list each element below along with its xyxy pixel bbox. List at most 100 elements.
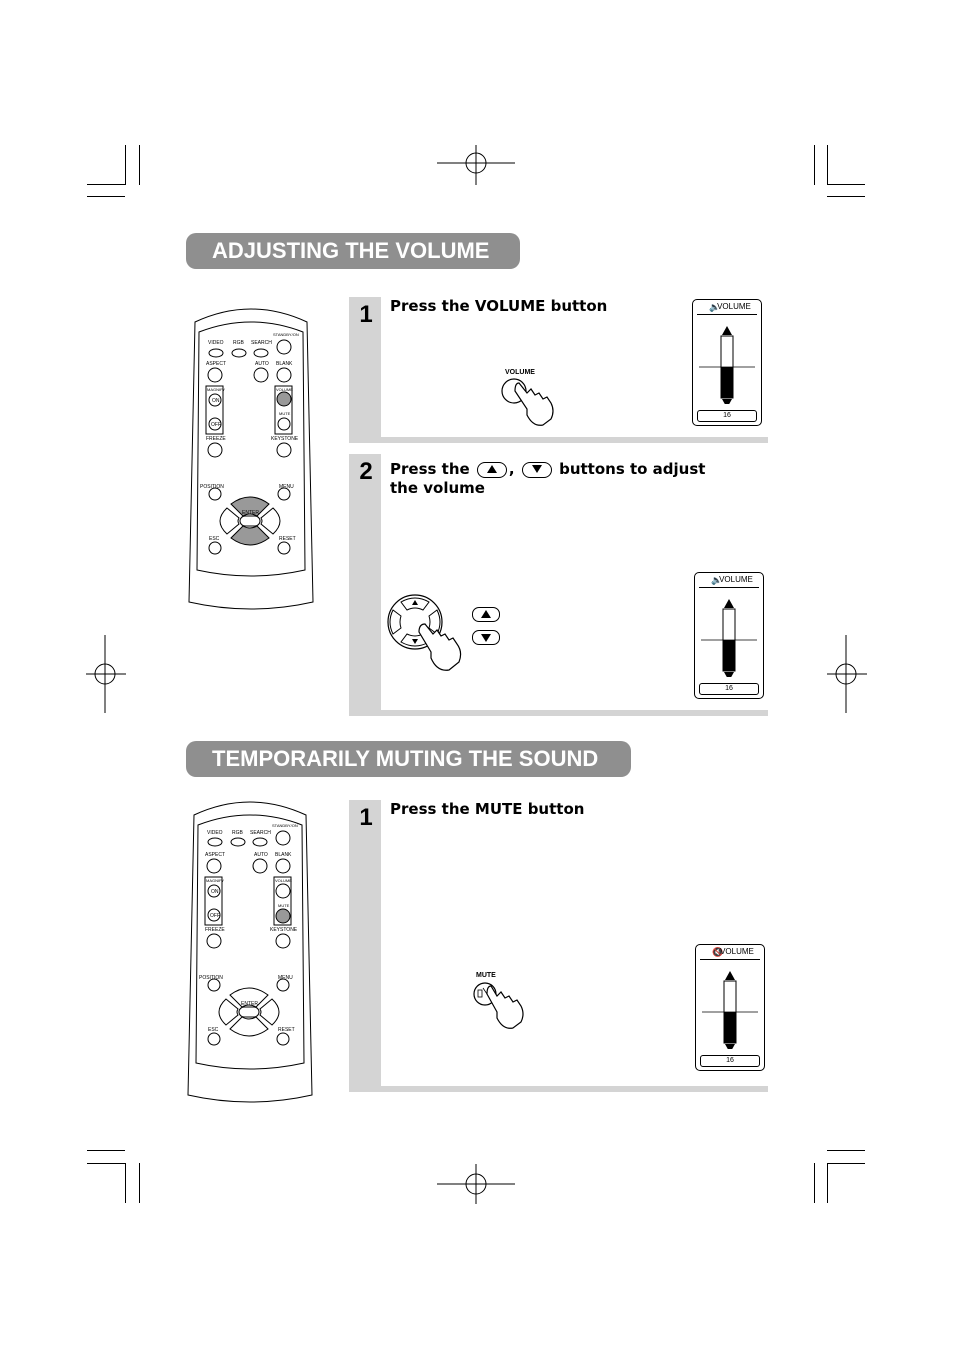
step-content: Press the MUTE button MUTE 🔇 VOLUME — [381, 800, 768, 1086]
remote-label-menu: MENU — [278, 975, 293, 981]
remote-label-aspect: ASPECT — [205, 852, 226, 858]
crop-mark — [139, 1163, 140, 1203]
display-title-rule — [700, 959, 760, 960]
remote-label-freeze: FREEZE — [205, 927, 225, 933]
step-number: 2 — [359, 458, 373, 485]
remote-label-blank: BLANK — [275, 852, 292, 858]
step-number: 1 — [359, 301, 373, 328]
crop-mark — [827, 145, 828, 185]
section-title-text: ADJUSTING THE VOLUME — [212, 238, 490, 263]
remote-label-volume: VOLUME — [275, 878, 292, 883]
speaker-icon: 🔈 — [709, 302, 721, 312]
step-instruction-part2: , — [508, 460, 515, 478]
down-arrow-button-icon — [472, 630, 500, 645]
step-instruction: Press the , buttons to adjust the volume — [390, 460, 720, 498]
volume-display-title: VOLUME — [717, 302, 751, 311]
crop-mark — [87, 1163, 125, 1164]
volume-display: 🔈 VOLUME 16 — [692, 299, 762, 426]
remote-label-auto: AUTO — [254, 852, 268, 858]
remote-label-keystone: KEYSTONE — [270, 927, 298, 933]
crop-mark — [827, 1163, 865, 1164]
remote-label-volume: VOLUME — [276, 387, 293, 392]
crop-mark — [827, 196, 865, 197]
volume-display-value: 16 — [700, 1055, 760, 1067]
remote-label-blank: BLANK — [276, 361, 293, 367]
mute-button-label: MUTE — [476, 972, 496, 979]
crop-mark — [125, 1163, 126, 1203]
step-content: Press the VOLUME button VOLUME 🔈 VOLUME … — [381, 297, 768, 437]
speaker-muted-icon: 🔇 — [712, 947, 724, 957]
volume-gauge — [702, 971, 758, 1049]
remote-label-reset: RESET — [278, 1027, 295, 1033]
crop-mark — [87, 1150, 125, 1151]
remote-label-off: OFF — [211, 422, 221, 428]
registration-mark-bottom — [437, 1164, 515, 1204]
step-panel-mute-1: 1 Press the MUTE button MUTE 🔇 VOLUME — [349, 800, 768, 1092]
remote-label-rgb: RGB — [233, 340, 244, 346]
section-title-volume: ADJUSTING THE VOLUME — [186, 233, 520, 269]
remote-label-freeze: FREEZE — [206, 436, 226, 442]
remote-label-video: VIDEO — [207, 830, 223, 836]
remote-label-esc: ESC — [208, 1027, 219, 1033]
display-title-rule — [697, 314, 757, 315]
crop-mark — [827, 1150, 865, 1151]
volume-display-value: 16 — [699, 683, 759, 695]
remote-label-video: VIDEO — [208, 340, 224, 346]
remote-label-auto: AUTO — [255, 361, 269, 367]
remote-label-menu: MENU — [279, 484, 294, 490]
remote-control: STANDBY/ON VIDEO RGB SEARCH ASPECT AUTO … — [187, 302, 315, 612]
crop-mark — [139, 145, 140, 185]
remote-label-enter: ENTER — [242, 510, 259, 516]
step-instruction-part3: buttons to adjust — [559, 460, 706, 478]
remote-label-esc: ESC — [209, 536, 220, 542]
remote-label-standby: STANDBY/ON — [272, 823, 298, 828]
remote-outline — [187, 801, 313, 1103]
crop-mark — [125, 145, 126, 185]
remote-label-on: ON — [212, 398, 220, 404]
volume-display-muted: 🔇 VOLUME 16 — [695, 944, 765, 1071]
registration-mark-right — [827, 635, 867, 713]
mute-button-press-illustration: MUTE — [471, 972, 531, 1036]
crop-mark — [827, 184, 865, 185]
remote-label-keystone: KEYSTONE — [271, 436, 299, 442]
step-panel-volume-1: 1 Press the VOLUME button VOLUME 🔈 VOLUM… — [349, 297, 768, 443]
section-title-mute: TEMPORARILY MUTING THE SOUND — [186, 741, 631, 777]
volume-display: 🔈 VOLUME 16 — [694, 572, 764, 699]
remote-label-magnify: MAGNIFY — [207, 387, 226, 392]
remote-label-aspect: ASPECT — [206, 361, 227, 367]
crop-mark — [814, 1163, 815, 1203]
registration-mark-left — [86, 635, 126, 713]
up-arrow-button-icon — [476, 461, 507, 478]
remote-label-off: OFF — [210, 913, 220, 919]
volume-gauge — [701, 599, 757, 677]
remote-label-search: SEARCH — [251, 340, 272, 346]
volume-display-title: VOLUME — [720, 947, 754, 956]
crop-mark — [87, 184, 125, 185]
remote-label-mute: MUTE — [278, 903, 290, 908]
remote-label-enter: ENTER — [241, 1001, 258, 1007]
step-number: 1 — [359, 804, 373, 831]
step-instruction: Press the MUTE button — [390, 800, 585, 818]
remote-label-reset: RESET — [279, 536, 296, 542]
display-title-rule — [699, 587, 759, 588]
volume-gauge — [699, 326, 755, 404]
remote-label-rgb: RGB — [232, 830, 243, 836]
step-panel-volume-2: 2 Press the , buttons to adjust the volu… — [349, 454, 768, 716]
down-arrow-button-icon — [521, 461, 552, 478]
hand-pointer-icon — [501, 378, 554, 426]
remote-label-standby: STANDBY/ON — [273, 332, 299, 337]
remote-label-mute: MUTE — [279, 411, 291, 416]
step-instruction: Press the VOLUME button — [390, 297, 608, 315]
remote-label-magnify: MAGNIFY — [206, 878, 225, 883]
remote-control: STANDBY/ON VIDEO RGB SEARCH ASPECT AUTO … — [186, 795, 314, 1105]
volume-button-press-illustration: VOLUME — [499, 369, 559, 431]
remote-label-position: POSITION — [200, 484, 224, 490]
up-arrow-button-icon — [472, 607, 500, 622]
crop-mark — [87, 196, 125, 197]
remote-label-position: POSITION — [199, 975, 223, 981]
crop-mark — [827, 1163, 828, 1203]
step-content: Press the , buttons to adjust the volume… — [381, 454, 768, 710]
crop-mark — [814, 145, 815, 185]
registration-mark-top — [437, 145, 515, 185]
step-instruction-part1: Press the — [390, 460, 470, 478]
